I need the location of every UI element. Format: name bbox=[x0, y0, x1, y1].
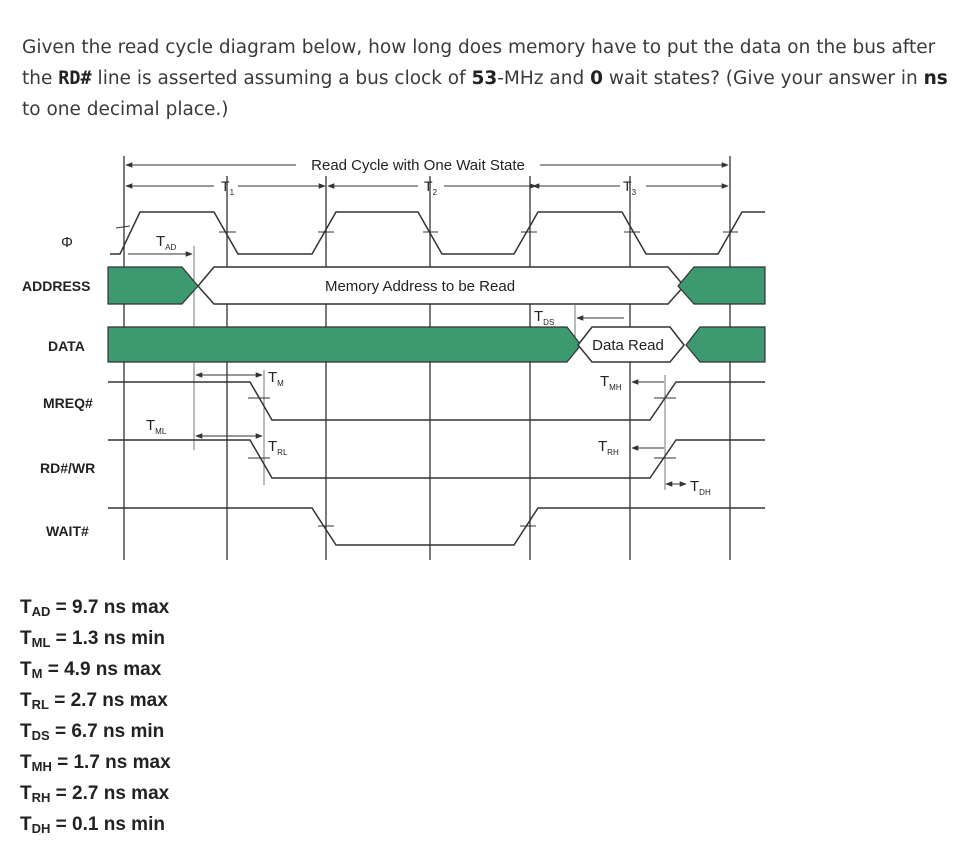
data-bus-left bbox=[107, 326, 582, 363]
question-clock: 53 bbox=[471, 68, 498, 89]
tdh-label: TDH bbox=[690, 478, 711, 497]
data-bus-right bbox=[685, 326, 766, 363]
data-bus-valid bbox=[577, 326, 685, 363]
rdwr-waveform bbox=[108, 439, 765, 479]
timing-row: TML = 1.3 ns min bbox=[20, 628, 165, 650]
signal-label-mreq: MREQ# bbox=[43, 395, 93, 411]
timing-row: TRH = 2.7 ns max bbox=[20, 783, 170, 805]
signal-label-phi: Φ bbox=[61, 234, 73, 251]
tds-label: TDS bbox=[534, 308, 554, 327]
question-part: Given the read cycle diagram below, how … bbox=[22, 37, 936, 89]
tml-label: TML bbox=[146, 417, 167, 436]
signal-label-data: DATA bbox=[48, 338, 85, 354]
question-wait-states: 0 bbox=[590, 68, 603, 89]
timing-row: TDH = 0.1 ns min bbox=[20, 814, 165, 836]
question-part: wait states? (Give your answer in bbox=[602, 68, 924, 89]
trh-label: TRH bbox=[598, 438, 619, 457]
timing-values-list: TAD = 9.7 ns max TML = 1.3 ns min TM = 4… bbox=[20, 592, 171, 840]
state-t1: T1 bbox=[221, 178, 235, 197]
wait-waveform bbox=[108, 507, 765, 546]
question-unit: ns bbox=[923, 68, 948, 89]
signal-label-rdwr: RD#/WR bbox=[40, 460, 95, 476]
address-label: Memory Address to be Read bbox=[325, 278, 515, 295]
question-text: Given the read cycle diagram below, how … bbox=[22, 32, 957, 125]
timing-row: TRL = 2.7 ns max bbox=[20, 690, 168, 712]
signal-label-wait: WAIT# bbox=[46, 523, 89, 539]
cycle-title: Read Cycle with One Wait State bbox=[311, 157, 525, 174]
data-label: Data Read bbox=[592, 337, 664, 354]
mreq-waveform bbox=[108, 381, 765, 421]
address-bus-right bbox=[677, 266, 766, 305]
timing-row: TAD = 9.7 ns max bbox=[20, 597, 170, 619]
timing-row: TDS = 6.7 ns min bbox=[20, 721, 165, 743]
trl-label: TRL bbox=[268, 438, 288, 457]
timing-row: TM = 4.9 ns max bbox=[20, 659, 162, 681]
address-bus-left bbox=[107, 266, 199, 305]
signal-label-address: ADDRESS bbox=[22, 278, 90, 294]
clock-tick bbox=[115, 225, 131, 229]
question-part: line is asserted assuming a bus clock of bbox=[91, 68, 472, 89]
tmh-label: TMH bbox=[600, 373, 622, 392]
question-part: to one decimal place.) bbox=[22, 99, 229, 120]
question-part: -MHz and bbox=[497, 68, 591, 89]
tad-label: TAD bbox=[156, 233, 177, 252]
state-t2: T2 bbox=[424, 178, 438, 197]
address-bus-valid bbox=[197, 266, 685, 305]
state-t3: T3 bbox=[623, 178, 637, 197]
tm-label: TM bbox=[268, 369, 284, 388]
timing-row: TMH = 1.7 ns max bbox=[20, 752, 171, 774]
question-signal: RD# bbox=[58, 68, 92, 89]
clock-waveform bbox=[110, 211, 765, 255]
